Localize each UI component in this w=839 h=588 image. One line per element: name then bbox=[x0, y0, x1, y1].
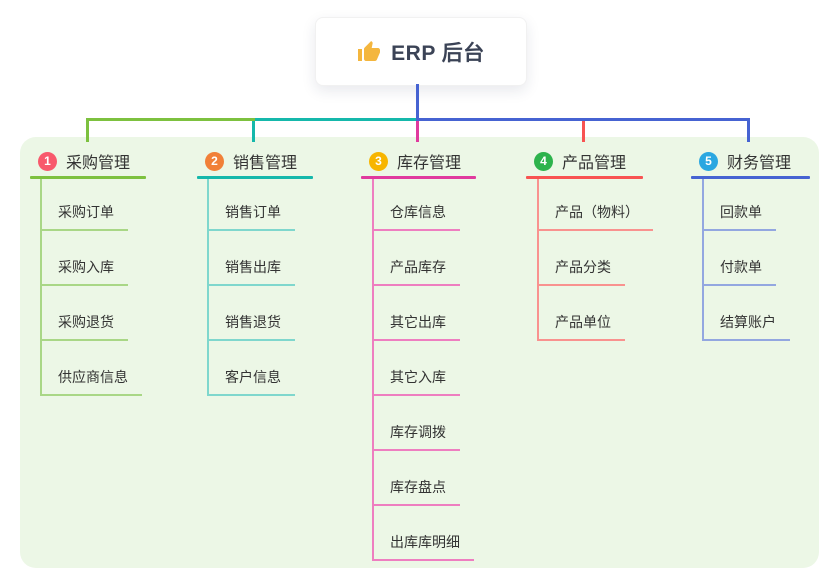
branch-title: 产品管理 bbox=[562, 155, 627, 172]
thumbs-up-icon bbox=[357, 40, 381, 64]
connector-drop-1 bbox=[86, 121, 89, 142]
branch-number-badge: 4 bbox=[534, 151, 553, 171]
branch-children-line bbox=[207, 179, 209, 396]
child-node[interactable]: 产品分类 bbox=[537, 254, 625, 286]
branch-title: 销售管理 bbox=[233, 155, 298, 172]
branch-node-sales[interactable]: 2 销售管理 bbox=[205, 150, 297, 172]
child-node[interactable]: 销售退货 bbox=[207, 309, 295, 341]
connector-drop-4 bbox=[582, 121, 585, 142]
child-node[interactable]: 销售订单 bbox=[207, 199, 295, 231]
branch-title: 库存管理 bbox=[397, 155, 462, 172]
connector-drop-5 bbox=[747, 121, 750, 142]
child-node[interactable]: 仓库信息 bbox=[372, 199, 460, 231]
branch-underline bbox=[30, 176, 146, 179]
connector-drop-2 bbox=[252, 121, 255, 142]
branch-node-product[interactable]: 4 产品管理 bbox=[534, 150, 626, 172]
child-node[interactable]: 付款单 bbox=[702, 254, 776, 286]
child-node[interactable]: 出库库明细 bbox=[372, 529, 474, 561]
child-node[interactable]: 其它出库 bbox=[372, 309, 460, 341]
branch-number-badge: 3 bbox=[369, 151, 388, 171]
child-node[interactable]: 产品单位 bbox=[537, 309, 625, 341]
branch-children-line bbox=[537, 179, 539, 341]
root-title: ERP 后台 bbox=[391, 41, 485, 65]
branch-number-badge: 2 bbox=[205, 151, 224, 171]
child-node[interactable]: 供应商信息 bbox=[40, 364, 142, 396]
child-node[interactable]: 回款单 bbox=[702, 199, 776, 231]
branch-children-line bbox=[372, 179, 374, 561]
branch-title: 采购管理 bbox=[66, 155, 131, 172]
branch-underline bbox=[691, 176, 810, 179]
child-node[interactable]: 产品（物料） bbox=[537, 199, 653, 231]
child-node[interactable]: 库存盘点 bbox=[372, 474, 460, 506]
child-node[interactable]: 客户信息 bbox=[207, 364, 295, 396]
branch-children-line bbox=[702, 179, 704, 341]
connector-root-trunk bbox=[416, 84, 419, 118]
connector-drop-3 bbox=[416, 121, 419, 142]
child-node[interactable]: 其它入库 bbox=[372, 364, 460, 396]
branch-title: 财务管理 bbox=[727, 155, 792, 172]
child-node[interactable]: 库存调拨 bbox=[372, 419, 460, 451]
branches-panel bbox=[20, 137, 819, 568]
child-node[interactable]: 结算账户 bbox=[702, 309, 790, 341]
connector-horizontal-blue bbox=[416, 118, 750, 121]
branch-number-badge: 1 bbox=[38, 151, 57, 171]
branch-underline bbox=[361, 176, 476, 179]
child-node[interactable]: 销售出库 bbox=[207, 254, 295, 286]
child-node[interactable]: 采购入库 bbox=[40, 254, 128, 286]
branch-node-inventory[interactable]: 3 库存管理 bbox=[369, 150, 461, 172]
connector-horizontal-green bbox=[86, 118, 255, 121]
branch-node-purchase[interactable]: 1 采购管理 bbox=[38, 150, 130, 172]
connector-horizontal-teal bbox=[255, 118, 416, 121]
branch-underline bbox=[197, 176, 313, 179]
branch-underline bbox=[526, 176, 643, 179]
child-node[interactable]: 采购订单 bbox=[40, 199, 128, 231]
branch-number-badge: 5 bbox=[699, 151, 718, 171]
root-node-erp[interactable]: ERP 后台 bbox=[315, 17, 527, 86]
child-node[interactable]: 产品库存 bbox=[372, 254, 460, 286]
child-node[interactable]: 采购退货 bbox=[40, 309, 128, 341]
branch-node-finance[interactable]: 5 财务管理 bbox=[699, 150, 791, 172]
branch-children-line bbox=[40, 179, 42, 396]
